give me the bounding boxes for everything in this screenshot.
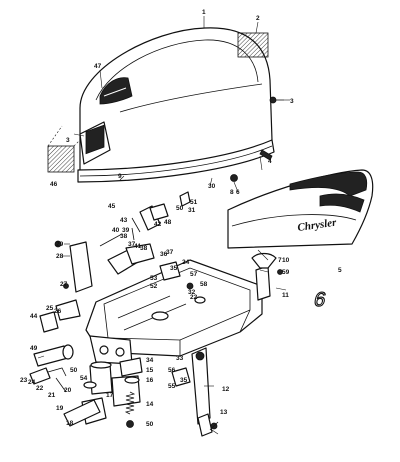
shift-spring: [124, 391, 136, 428]
callout-14: 14: [146, 401, 154, 408]
callout-4: 4: [268, 158, 272, 165]
callout-7: 7: [278, 257, 282, 264]
callout-50: 50: [70, 367, 78, 374]
callout-35: 35: [180, 377, 188, 384]
upper-linkage-assembly: [99, 191, 191, 281]
callout-leaders: [37, 16, 290, 435]
callout-49: 49: [30, 345, 38, 352]
callout-57: 57: [190, 271, 198, 278]
callout-47: 47: [94, 63, 102, 70]
callout-1: 1: [202, 9, 206, 16]
callout-55: 55: [168, 383, 176, 390]
pan-front-bracket: [89, 335, 133, 365]
callout-37: 37: [128, 241, 136, 248]
callout-35: 35: [170, 265, 178, 272]
lower-left-pin: [55, 377, 67, 393]
choke-knob-assembly: [29, 344, 74, 385]
callout-34: 34: [146, 357, 154, 364]
callout-16: 16: [146, 377, 154, 384]
cover-warning-label: [237, 32, 269, 58]
callout-21: 21: [48, 392, 56, 399]
callout-15: 15: [146, 367, 154, 374]
callout-53: 53: [150, 275, 158, 282]
rear-mount-cap: [251, 252, 283, 275]
callout-22: 22: [36, 385, 44, 392]
callout-50: 50: [176, 205, 184, 212]
side-decal-panel: Chrysler: [227, 169, 374, 249]
callout-3: 3: [290, 98, 294, 105]
cover-side-vent: [79, 121, 111, 165]
callout-41: 41: [134, 243, 142, 250]
callout-36: 36: [160, 251, 168, 258]
callout-50: 50: [146, 421, 154, 428]
callout-39: 39: [122, 227, 130, 234]
left-side-fittings: [39, 283, 81, 333]
shift-handle-lower: [63, 399, 101, 427]
callout-42: 42: [154, 221, 162, 228]
cover-rear-clip: [259, 149, 273, 161]
callout-27: 27: [60, 281, 68, 288]
callout-56: 56: [168, 367, 176, 374]
callout-3: 3: [66, 137, 70, 144]
callout-13: 13: [220, 409, 228, 416]
callout-52: 52: [150, 283, 158, 290]
callout-25: 25: [46, 305, 54, 312]
callout-45: 45: [108, 203, 116, 210]
lever-screw: [209, 421, 219, 431]
callout-51: 51: [190, 199, 198, 206]
callout-31: 31: [188, 207, 196, 214]
callout-2: 2: [256, 15, 260, 22]
callout-38: 38: [140, 245, 148, 252]
callout-12: 12: [222, 386, 230, 393]
shift-lever-right: [191, 347, 213, 437]
callout-10: 10: [282, 257, 290, 264]
callout-37: 37: [166, 249, 174, 256]
callout-33: 33: [176, 355, 184, 362]
cover-latch-bolt: [230, 174, 238, 182]
callout-5: 5: [338, 267, 342, 274]
cover-side-label: [47, 125, 81, 173]
callout-24: 24: [182, 259, 190, 266]
callout-32: 32: [188, 289, 196, 296]
callout-19: 19: [56, 405, 64, 412]
callout-38: 38: [120, 233, 128, 240]
callout-18: 18: [66, 420, 74, 427]
decal-brand-text: Chrysler: [297, 217, 338, 234]
model-number-text: 6: [312, 289, 328, 311]
pan-rear-mount: [255, 265, 271, 301]
callout-29: 29: [56, 241, 64, 248]
model-number-decal: 6: [311, 289, 328, 312]
callout-48: 48: [164, 219, 172, 226]
callout-11: 11: [282, 292, 289, 299]
callout-17: 17: [106, 392, 114, 399]
callout-8: 8: [230, 189, 234, 196]
callout-46: 46: [50, 181, 58, 188]
left-lever-bracket: [54, 240, 93, 293]
callout-9: 9: [118, 173, 122, 180]
callout-40: 40: [112, 227, 120, 234]
callout-44: 44: [30, 313, 38, 320]
callout-22: 22: [190, 294, 198, 301]
cover-handle-grip: [99, 77, 133, 105]
callout-20: 20: [64, 387, 72, 394]
callout-30: 30: [208, 183, 216, 190]
callout-59: 59: [282, 269, 290, 276]
callout-26: 26: [54, 308, 62, 315]
callout-43: 43: [120, 217, 128, 224]
bushing-stack: [83, 361, 113, 395]
cover-screw-right: [269, 96, 284, 104]
callout-23: 23: [20, 377, 28, 384]
callout-28: 28: [56, 253, 64, 260]
callout-labels: 1 2 3 3 4 5 6 7 8 9 10 11 12 13 14 15 16…: [20, 9, 342, 428]
callout-54: 54: [80, 375, 88, 382]
callout-58: 58: [200, 281, 208, 288]
clip-right-lower: [171, 367, 191, 387]
spring-upper-parts: [119, 357, 143, 384]
callout-24: 24: [28, 379, 36, 386]
callout-6: 6: [236, 189, 240, 196]
